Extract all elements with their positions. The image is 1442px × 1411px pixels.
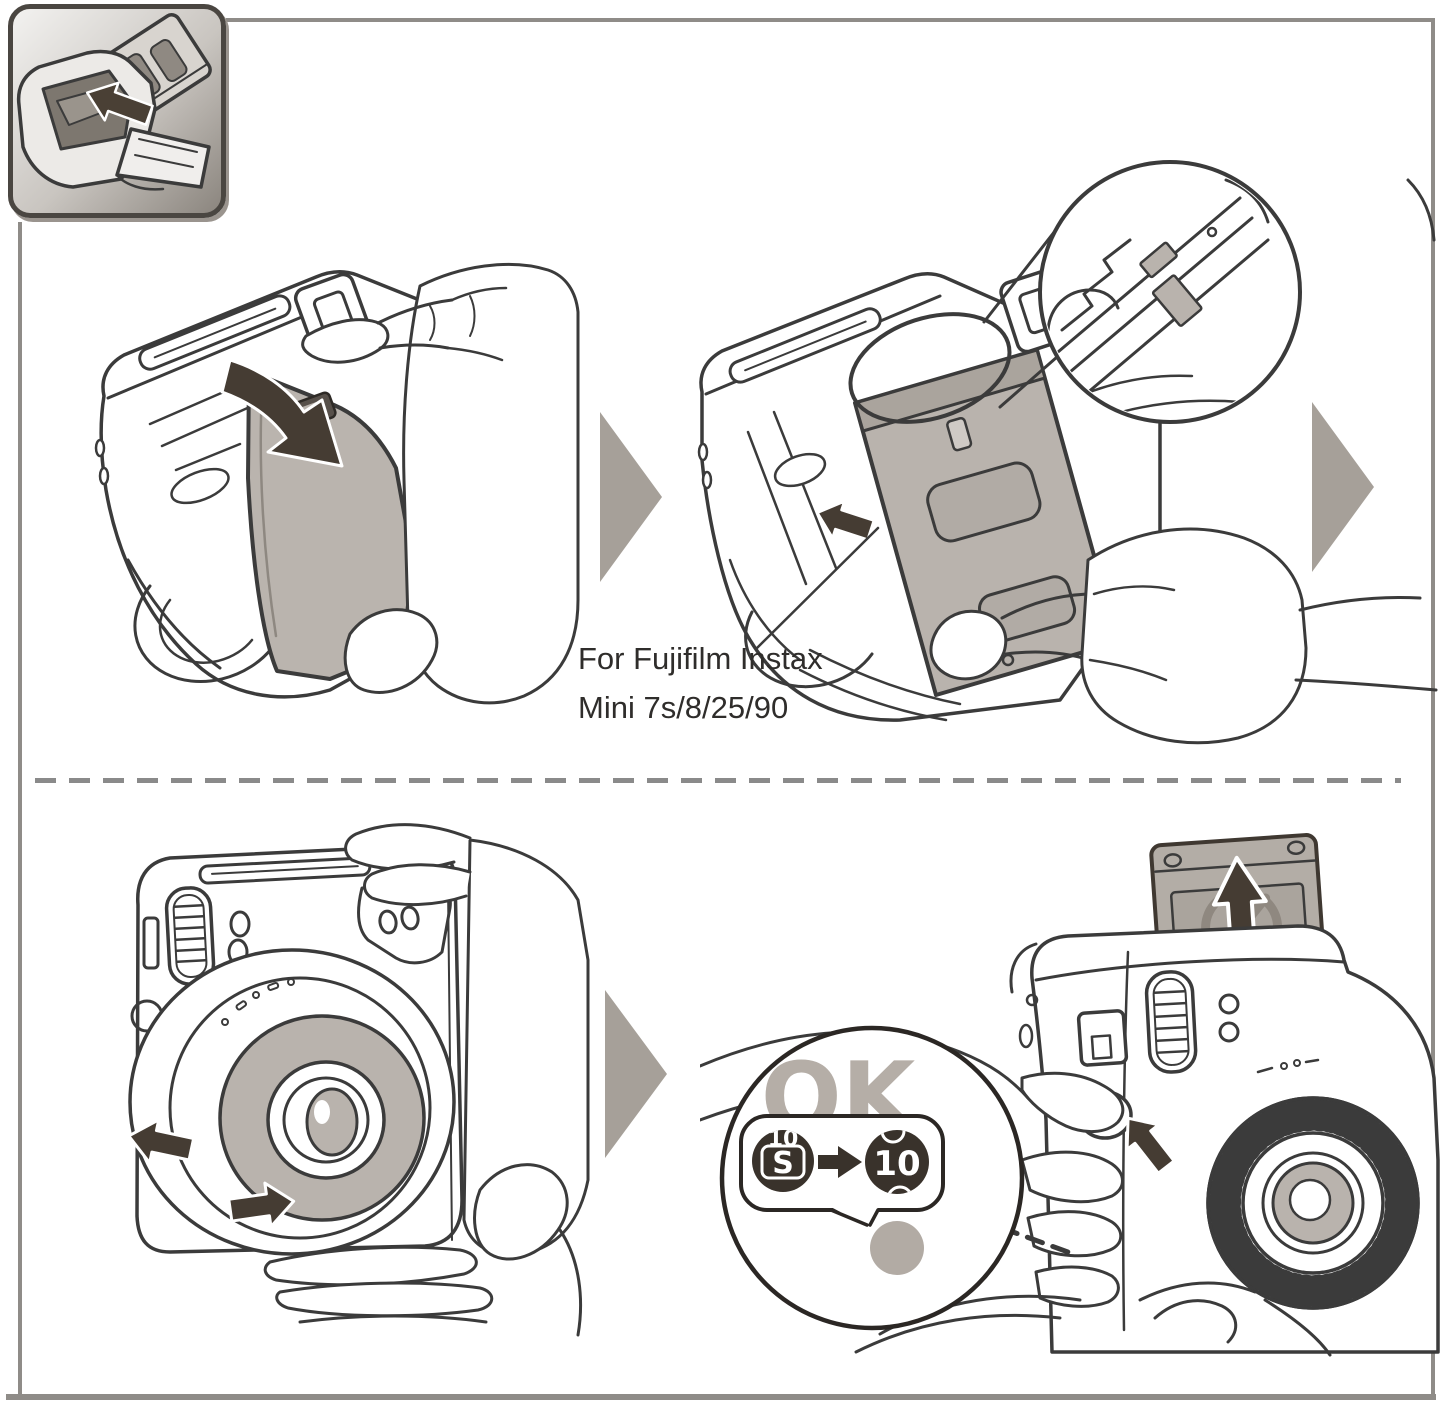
step-next-arrow-icon [605, 990, 667, 1158]
light-sensor-icon [229, 910, 251, 938]
flash-icon [164, 886, 216, 986]
pull-open-arrow-icon [220, 358, 344, 468]
counter-start-badge: 10 S [752, 1130, 814, 1192]
insert-arrow-icon [85, 81, 154, 126]
film-compatibility-line1: For Fujifilm Instax [578, 641, 823, 676]
film-compatibility-line2: Mini 7s/8/25/90 [578, 690, 789, 725]
film-loading-thumbnail [8, 4, 226, 218]
page-border-left [18, 222, 22, 1394]
film-cartridge-icon [853, 348, 1120, 697]
step1-open-film-door-illustration [94, 262, 580, 705]
detail-magnifier-icon [848, 312, 1012, 424]
counter-start-text: S [772, 1146, 794, 1181]
film-compatibility-label: For Fujifilm Instax Mini 7s/8/25/90 [578, 634, 823, 732]
counter-end-text: 10 [873, 1144, 920, 1184]
lens-pull-left-arrow-icon [127, 1118, 196, 1165]
page-border-top [226, 18, 1434, 22]
page-border-bottom [6, 1394, 1436, 1400]
lens-icon [128, 948, 456, 1256]
light-sensor-icon [1218, 993, 1240, 1015]
insert-side-arrow-icon [816, 500, 876, 541]
hand-icon [854, 1071, 1332, 1357]
hand-icon [929, 178, 1438, 745]
dashed-divider [35, 778, 1401, 783]
film-pack-insert-icon [16, 13, 212, 191]
flash-icon [1144, 970, 1198, 1074]
step2-insert-cartridge-illustration [697, 160, 1438, 745]
lens-pull-right-arrow-icon [227, 1181, 296, 1229]
ok-detail-circle: OK 10 S [719, 1025, 1025, 1331]
step-next-arrow-icon [1312, 402, 1374, 572]
step3-lens-illustration [127, 823, 590, 1337]
hand-icon [301, 262, 580, 705]
film-counter-window-icon [870, 1221, 924, 1275]
lens-icon [1206, 1096, 1420, 1310]
hand-icon [263, 823, 590, 1337]
step-next-arrow-icon [600, 412, 662, 582]
shutter-press-arrow-icon [1125, 1116, 1176, 1175]
viewfinder-icon [1076, 1009, 1129, 1067]
camera-open-back-icon [16, 49, 211, 191]
step4-shutter-eject-illustration: OK 10 S [700, 833, 1440, 1357]
counter-change-arrow-icon [818, 1146, 862, 1178]
page-border-right [1431, 18, 1435, 1399]
label-leader-line [755, 526, 880, 650]
